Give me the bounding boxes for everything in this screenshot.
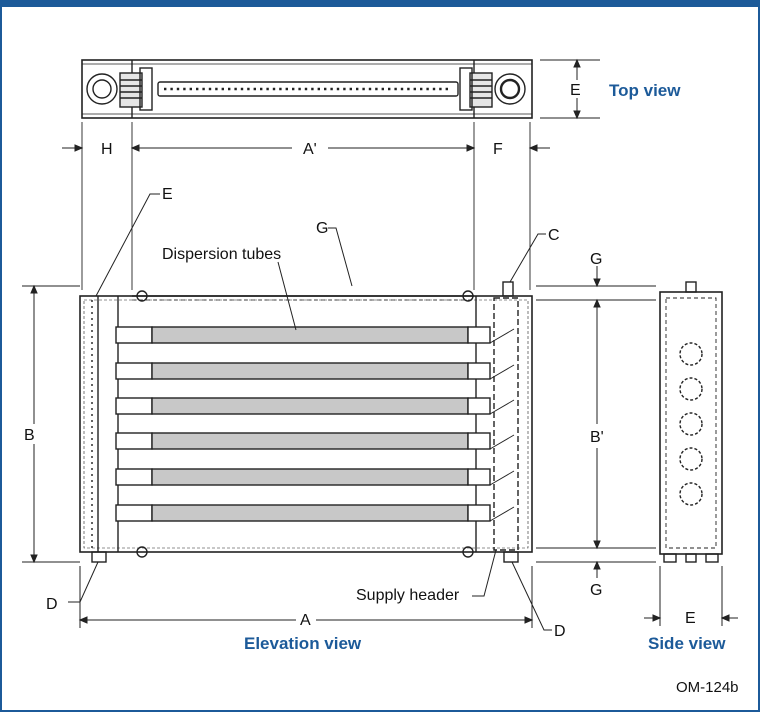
dispersion-tube <box>115 468 515 486</box>
elevation-view-drawing <box>79 281 533 563</box>
top-accent-bar <box>0 0 760 7</box>
a-dimension <box>78 566 534 628</box>
top-view-e-dimension <box>540 58 600 120</box>
b-dimension <box>22 284 80 564</box>
dispersion-tubes-label: Dispersion tubes <box>162 246 281 263</box>
dim-label-d-left: D <box>46 596 58 613</box>
dim-label-h: H <box>101 141 113 158</box>
top-view-drawing <box>81 59 533 119</box>
top-view-title: Top view <box>609 81 681 100</box>
dim-label-f: F <box>493 141 503 158</box>
dim-label-e-elevation: E <box>162 186 173 203</box>
elevation-view-title: Elevation view <box>244 634 362 653</box>
dispersion-tubes <box>115 326 515 522</box>
dim-label-g-top: G <box>316 220 328 237</box>
dispersion-tube <box>115 362 515 380</box>
supply-header-label: Supply header <box>356 587 460 604</box>
dim-label-c: C <box>548 227 560 244</box>
drawing-code: OM-124b <box>676 679 739 696</box>
dim-label-g-lower: G <box>590 582 602 599</box>
dispersion-tube <box>115 504 515 522</box>
dim-label-a: A <box>300 612 311 629</box>
g-b-prime-dimension <box>536 266 656 578</box>
dim-label-g-upper: G <box>590 251 602 268</box>
dim-label-b: B <box>24 427 35 444</box>
leader-lines <box>68 193 552 631</box>
f-dimension <box>454 144 550 152</box>
dim-label-e-side: E <box>685 610 696 627</box>
dispersion-tube <box>115 397 515 415</box>
extension-lines <box>81 122 531 290</box>
dim-label-a-prime: A' <box>303 141 317 158</box>
side-view-e-dimension <box>644 566 738 626</box>
dim-label-b-prime: B' <box>590 429 604 446</box>
dispersion-tube <box>115 326 515 344</box>
dim-label-d-right: D <box>554 623 566 640</box>
side-view-drawing <box>659 281 723 563</box>
dispersion-tube <box>115 432 515 450</box>
dim-label-e-top: E <box>570 82 581 99</box>
side-view-title: Side view <box>648 634 726 653</box>
